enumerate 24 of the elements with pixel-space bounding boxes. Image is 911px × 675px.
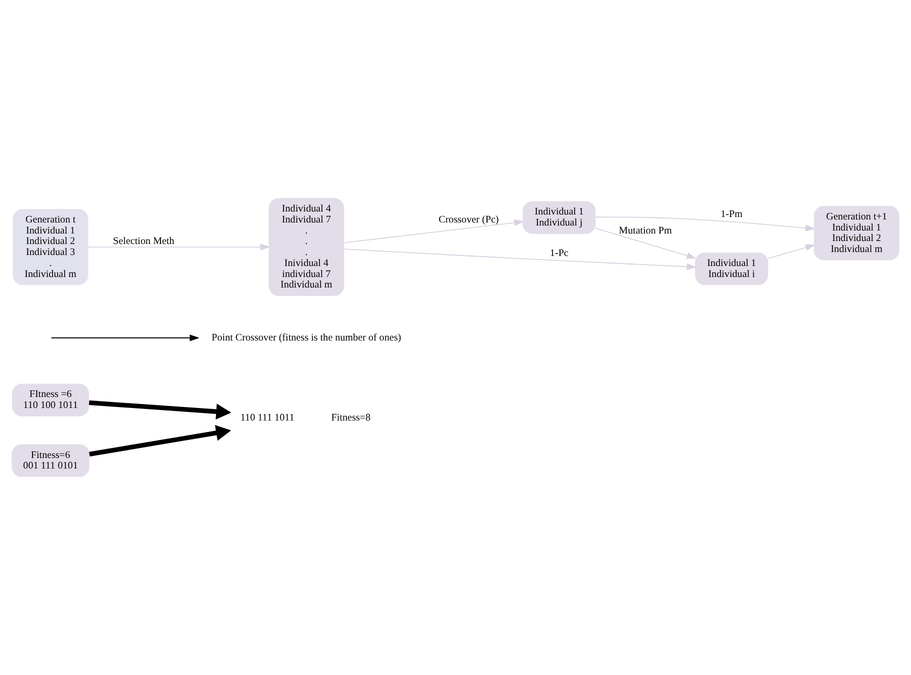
node-box: Fitness=6 001 111 0101 [12, 444, 90, 477]
arrow [595, 216, 816, 232]
edge-label: Crossover (Pc) [438, 214, 499, 226]
node-box: Individual 1 Individual i [695, 252, 768, 286]
node-box: Generation t+1 Individual 1 Individual 2 Individual m [814, 206, 900, 260]
node-box: Individual 1 Individual j [522, 201, 596, 234]
arrow [344, 248, 696, 270]
node-box: FItness =6 110 100 1011 [12, 384, 89, 416]
edge-label: 1-Pc [550, 248, 568, 259]
node-text: Point Crossover (fitness is the number of ones) [212, 332, 402, 344]
arrow [768, 244, 816, 259]
arrow [88, 425, 232, 456]
node-box: Individual 4 Individual 7 . . . Inividual 4 individual 7 Individual m [268, 198, 344, 296]
edge-label: Mutation Pm [618, 225, 672, 236]
arrow [88, 244, 270, 250]
arrow [344, 219, 524, 244]
node-box: Generation t Individual 1 Individual 2 Individual 3 . Individual m [12, 208, 88, 286]
arrow [50, 334, 200, 342]
edge-label: 1-Pm [720, 209, 742, 220]
node-label: Fitness=8 [331, 412, 371, 424]
node-text: 110 111 1011 [240, 412, 294, 424]
arrow [88, 400, 232, 420]
arrow [595, 228, 696, 259]
edge-label: Selection Meth [113, 236, 174, 248]
